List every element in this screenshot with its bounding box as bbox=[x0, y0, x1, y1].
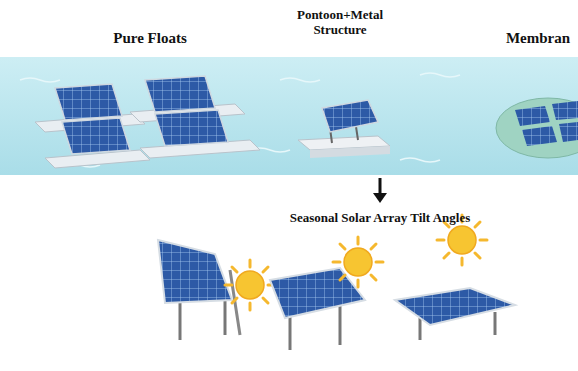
pontoon-array bbox=[298, 100, 390, 158]
illustration-part bbox=[373, 193, 387, 203]
sun bbox=[333, 237, 383, 287]
flat-tilt-panel bbox=[395, 288, 515, 340]
illustration-part bbox=[419, 318, 422, 340]
illustration-part bbox=[552, 101, 578, 120]
illustration-part bbox=[158, 240, 232, 303]
illustration-part bbox=[379, 178, 382, 194]
type-label: Pure Floats bbox=[80, 30, 220, 47]
illustration-part bbox=[62, 118, 130, 154]
down-arrow bbox=[373, 178, 387, 203]
type-label: Pontoon+Metal Structure bbox=[285, 8, 395, 38]
medium-tilt-panel bbox=[270, 268, 365, 350]
pure-floats-array bbox=[35, 76, 260, 168]
illustration-part bbox=[494, 312, 497, 335]
illustration-part bbox=[496, 98, 578, 158]
illustration-part bbox=[400, 158, 440, 162]
illustration-part bbox=[420, 73, 460, 77]
water-band bbox=[0, 57, 578, 175]
illustration-part bbox=[515, 106, 550, 126]
type-label: Membran bbox=[502, 30, 574, 47]
steep-tilt-panel bbox=[158, 240, 240, 340]
illustration-part bbox=[522, 126, 557, 146]
illustration-part bbox=[155, 110, 228, 146]
illustration-part bbox=[280, 78, 320, 82]
membrane-array bbox=[496, 98, 578, 158]
illustration-part bbox=[322, 100, 378, 132]
water-waves bbox=[20, 73, 460, 167]
section-heading: Seasonal Solar Array Tilt Angles bbox=[230, 211, 530, 226]
illustration-part bbox=[395, 288, 515, 325]
sun bbox=[225, 260, 275, 310]
illustration-part bbox=[20, 78, 60, 82]
illustration-part bbox=[55, 84, 122, 120]
illustration-part bbox=[145, 76, 215, 112]
illustration-part bbox=[310, 146, 390, 158]
illustration-part bbox=[224, 300, 227, 335]
illustration-part bbox=[559, 122, 578, 142]
illustration-part bbox=[179, 300, 182, 340]
illustration-part bbox=[270, 268, 365, 318]
